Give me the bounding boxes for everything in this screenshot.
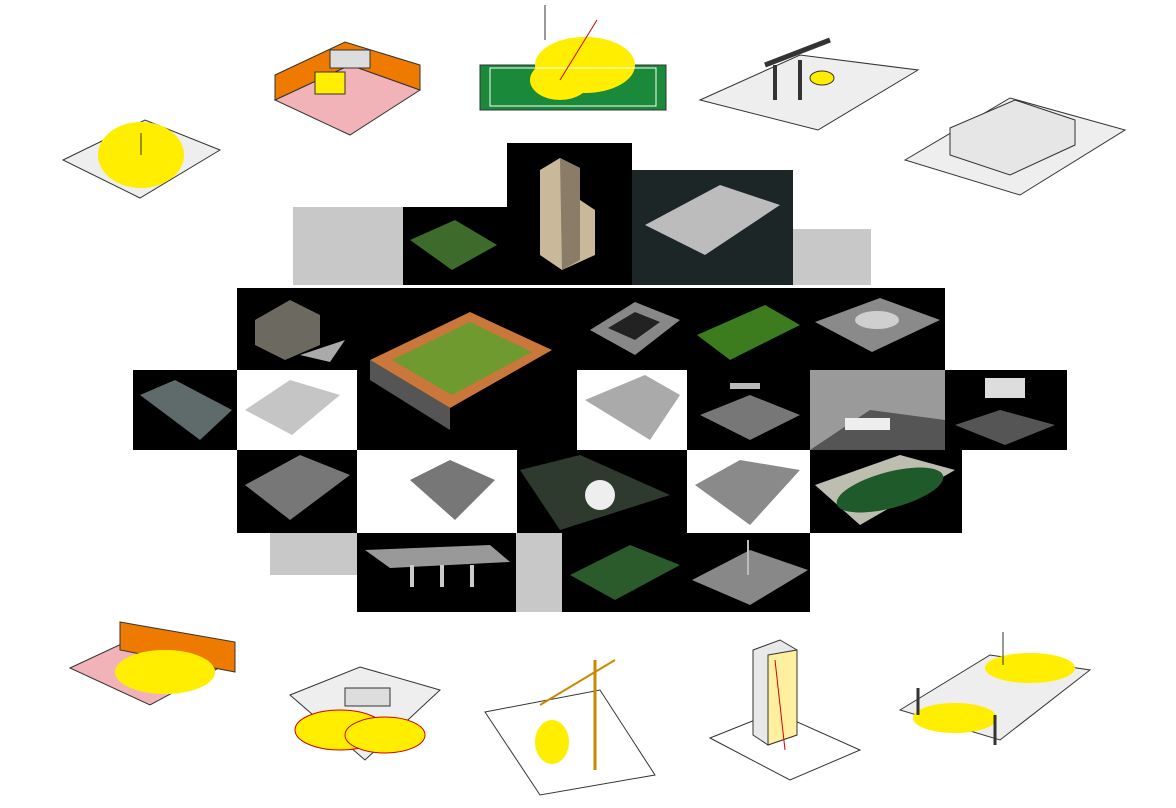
tile-open-area: [810, 288, 945, 370]
schematic-tower-crane: [484, 659, 656, 796]
schematic-facade-tower: [708, 639, 862, 781]
gray-background-blocks: [270, 207, 871, 612]
tile-tunnel-portal: [517, 450, 687, 533]
tile-football-pitch: [687, 288, 810, 370]
schematic-drawings: [61, 5, 1127, 796]
tile-office-cubes: [357, 450, 517, 533]
tile-sports-field-night: [403, 207, 507, 285]
tile-canopy: [357, 533, 516, 612]
tile-hall-white: [237, 370, 348, 450]
schematic-wall-wash: [68, 621, 236, 706]
tile-stadium: [357, 288, 577, 450]
tile-street-light: [687, 533, 810, 612]
tile-billboard: [945, 370, 1067, 450]
tile-room-interior: [810, 370, 945, 450]
schematic-car-park: [898, 632, 1092, 745]
schematic-crane-gantry: [698, 37, 920, 131]
schematic-room-beams: [289, 666, 441, 761]
schematic-tunnel-block: [903, 97, 1127, 196]
tile-sports-hall: [237, 450, 357, 533]
schematic-warehouse-racks: [273, 41, 422, 136]
schematic-football-pitch: [479, 5, 667, 111]
tile-warehouse-interior: [632, 170, 793, 285]
tile-highrise-facade: [507, 143, 632, 285]
tile-garden-lights: [562, 533, 687, 612]
tile-race-track: [810, 450, 962, 533]
tile-gantry: [687, 370, 810, 450]
render-tiles: [133, 143, 1067, 612]
tile-office-block: [577, 288, 687, 370]
schematic-spot-area: [61, 119, 222, 199]
tile-stands-white: [577, 370, 687, 450]
tile-house-exterior: [237, 288, 357, 370]
tile-tunnel-interior: [133, 370, 237, 450]
tile-parking-hall: [687, 450, 810, 533]
